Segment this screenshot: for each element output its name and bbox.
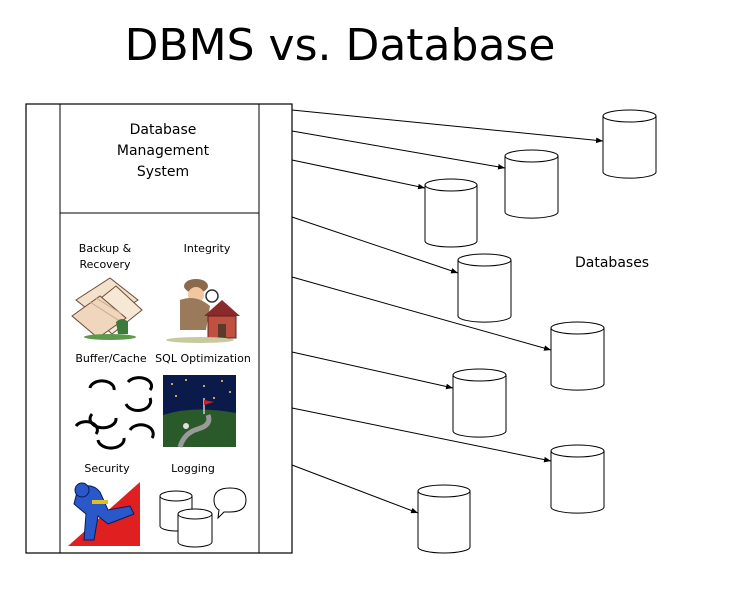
arrow-db-8 xyxy=(291,464,419,514)
feature-label-security: Security xyxy=(84,462,130,475)
databases-label: Databases xyxy=(575,255,649,271)
integrity-detective-icon xyxy=(166,279,240,343)
feature-label-integrity: Integrity xyxy=(184,242,231,255)
connector-arrows xyxy=(291,109,604,514)
feature-label-logging: Logging xyxy=(171,462,215,475)
arrow-db-3 xyxy=(291,159,426,190)
backup-recovery-icon xyxy=(71,277,143,340)
database-cylinder-2 xyxy=(504,149,559,219)
feature-label-backup-2: Recovery xyxy=(79,258,130,271)
dbms-title-line-1: Database xyxy=(130,122,197,138)
logging-icon xyxy=(159,487,247,548)
dbms-box: Database Management System xyxy=(25,103,293,554)
database-cylinder-1 xyxy=(602,109,657,179)
dbms-title-line-3: System xyxy=(137,164,189,180)
feature-labels: Backup & Recovery Integrity Buffer/Cache… xyxy=(75,242,250,475)
database-cylinder-3 xyxy=(424,178,478,248)
arrow-db-7 xyxy=(291,407,552,463)
arrow-db-6 xyxy=(291,351,454,390)
arrow-db-2 xyxy=(291,130,506,170)
security-icon xyxy=(68,482,140,546)
database-cylinder-5 xyxy=(550,321,605,391)
feature-label-sql-optimization: SQL Optimization xyxy=(155,352,251,365)
arrow-db-4 xyxy=(291,216,459,274)
arrow-db-5 xyxy=(291,276,552,351)
feature-label-buffer-cache: Buffer/Cache xyxy=(75,352,147,365)
database-cylinder-6 xyxy=(452,368,507,438)
arrow-db-1 xyxy=(291,109,604,144)
database-cylinder-4 xyxy=(457,253,512,323)
slide-title: DBMS vs. Database xyxy=(124,20,556,71)
dbms-outer-frame xyxy=(25,103,293,554)
buffer-cache-icon xyxy=(74,376,155,450)
dbms-title-line-2: Management xyxy=(117,143,210,159)
feature-label-backup-1: Backup & xyxy=(79,242,132,255)
database-cylinder-7 xyxy=(550,444,605,514)
database-cylinder-8 xyxy=(417,484,471,554)
database-cylinders xyxy=(417,109,657,554)
sql-optimization-icon xyxy=(163,375,236,448)
